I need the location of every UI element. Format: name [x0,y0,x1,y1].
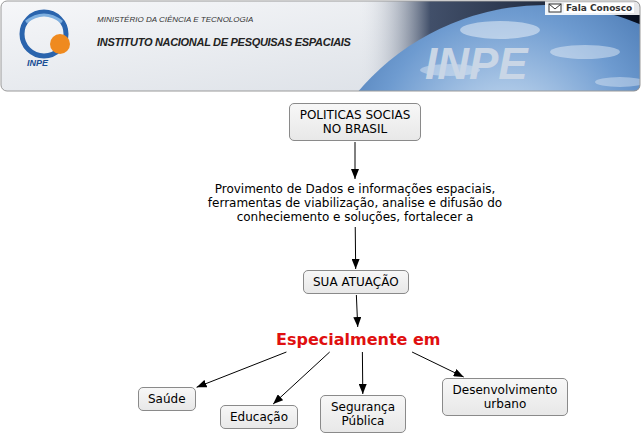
arrow-connector [197,352,287,387]
node-text: Desenvolvimento urbano [452,383,558,411]
node-text: Educação [230,410,288,424]
arrow-connector [355,142,356,179]
arrow-connector [355,227,356,269]
concept-box: Saúde [138,387,196,411]
linking-phrase: Provimento de Dados e informações espaci… [207,182,503,224]
cloud [460,21,540,39]
concept-box: Segurança Pública [320,395,406,433]
arrow-connector [356,295,357,327]
logo-ball [50,34,70,54]
node-text: SUA ATUAÇÃO [313,275,399,289]
node-text: POLITICAS SOCIAS NO BRASIL [299,108,411,136]
watermark: INPE [425,42,528,86]
institute-name: INSTITUTO NACIONAL DE PESQUISAS ESPACIAI… [97,36,351,48]
concept-box: POLITICAS SOCIAS NO BRASIL [289,103,421,141]
concept-box: Desenvolvimento urbano [442,378,568,416]
envelope-icon [549,4,561,12]
contact-link: Fala Conosco [564,3,634,13]
arrow-connector [412,352,464,377]
cloud [550,45,620,59]
inpe-logo [22,12,70,56]
node-text: Especialmente em [276,330,441,349]
node-text: Provimento de Dados e informações espaci… [207,182,503,224]
arrow-connector [362,352,363,394]
concept-box: SUA ATUAÇÃO [303,270,409,294]
contact-patch [545,1,640,15]
node-text: Segurança Pública [330,400,396,428]
earth-globe [300,5,640,91]
ministry-name: MINISTÉRIO DA CIÊNCIA E TECNOLOGIA [97,15,253,24]
concept-box: Educação [220,405,298,429]
cloud [595,77,640,87]
header-border [1,1,640,91]
logo-text: INPE [27,58,48,68]
node-text: Saúde [148,392,186,406]
linking-phrase: Especialmente em [274,330,443,349]
logo-arc [26,15,62,22]
